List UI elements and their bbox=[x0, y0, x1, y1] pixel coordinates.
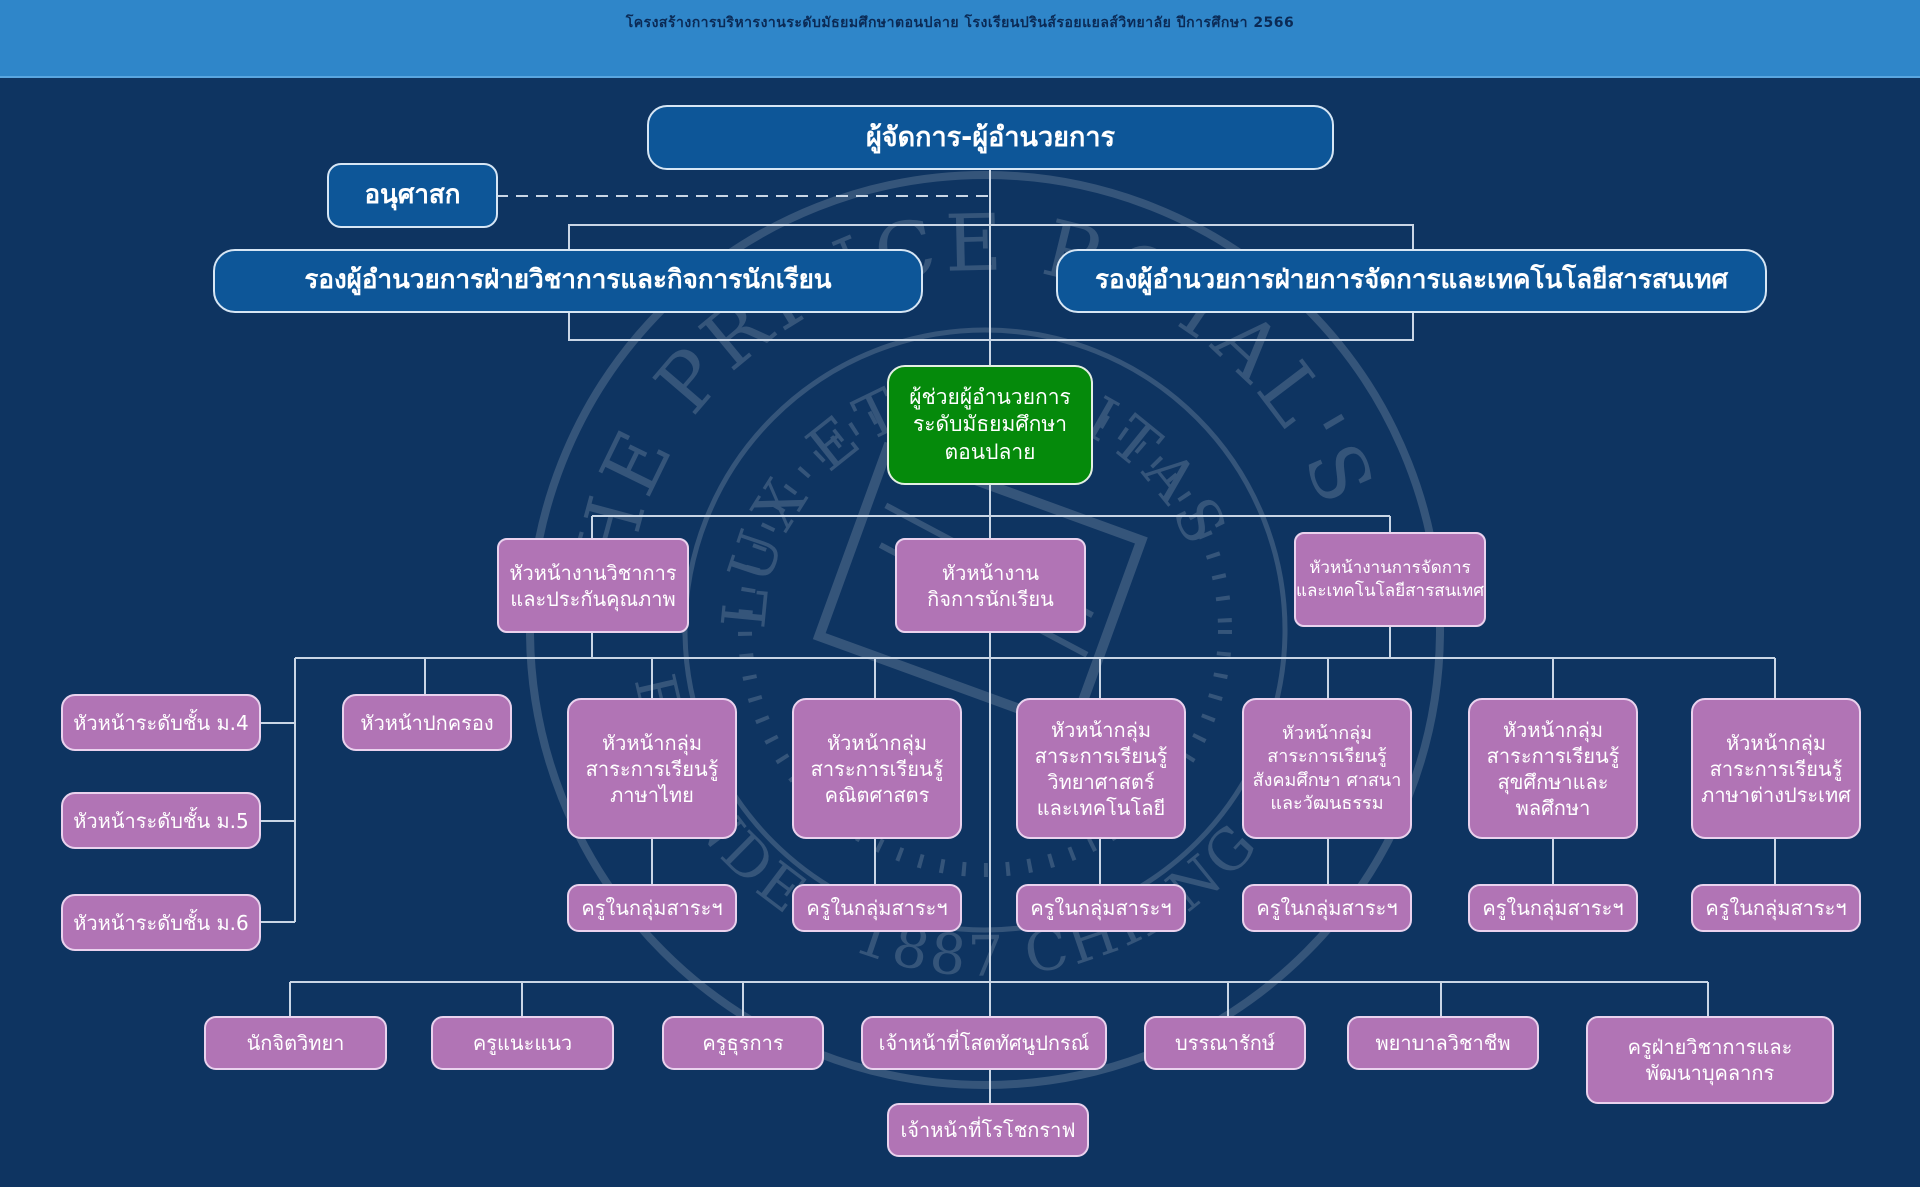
dept-social-box: หัวหน้ากลุ่ม สาระการเรียนรู้ สังคมศึกษา … bbox=[1242, 698, 1412, 839]
teachers-social-box: ครูในกลุ่มสาระฯ bbox=[1242, 884, 1412, 932]
deputy-academic-box: รองผู้อำนวยการฝ่ายวิชาการและกิจการนักเรี… bbox=[213, 249, 923, 313]
photocopy-officer-box: เจ้าหน้าที่โรโชกราฟ bbox=[887, 1103, 1089, 1157]
head-student-affairs-box: หัวหน้างาน กิจการนักเรียน bbox=[895, 538, 1086, 633]
head-m4-box: หัวหน้าระดับชั้น ม.4 bbox=[61, 694, 261, 751]
admin-teacher-box: ครูธุรการ bbox=[662, 1016, 824, 1070]
dept-health-box: หัวหน้ากลุ่ม สาระการเรียนรู้ สุขศึกษาและ… bbox=[1468, 698, 1638, 839]
teachers-thai-box: ครูในกลุ่มสาระฯ bbox=[567, 884, 737, 932]
dept-science-box: หัวหน้ากลุ่ม สาระการเรียนรู้ วิทยาศาสตร์… bbox=[1016, 698, 1186, 839]
teachers-math-box: ครูในกลุ่มสาระฯ bbox=[792, 884, 962, 932]
head-management-box: หัวหน้างานการจัดการ และเทคโนโลยีสารสนเทศ bbox=[1294, 532, 1486, 627]
academic-staff-teacher-box: ครูฝ่ายวิชาการและ พัฒนาบุคลากร bbox=[1586, 1016, 1834, 1104]
dept-math-box: หัวหน้ากลุ่ม สาระการเรียนรู้ คณิตศาสตร bbox=[792, 698, 962, 839]
head-discipline-box: หัวหน้าปกครอง bbox=[342, 694, 512, 751]
title-bar: โครงสร้างการบริหารงานระดับมัธยมศึกษาตอนป… bbox=[0, 0, 1920, 78]
director-box: ผู้จัดการ-ผู้อำนวยการ bbox=[647, 105, 1334, 170]
teachers-health-box: ครูในกลุ่มสาระฯ bbox=[1468, 884, 1638, 932]
head-m6-box: หัวหน้าระดับชั้น ม.6 bbox=[61, 894, 261, 951]
head-m5-box: หัวหน้าระดับชั้น ม.5 bbox=[61, 792, 261, 849]
librarian-box: บรรณารักษ์ bbox=[1144, 1016, 1306, 1070]
deputy-management-box: รองผู้อำนวยการฝ่ายการจัดการและเทคโนโลยีส… bbox=[1056, 249, 1767, 313]
council-box: อนุศาสก bbox=[327, 163, 498, 228]
psychologist-box: นักจิตวิทยา bbox=[204, 1016, 387, 1070]
teachers-foreign-box: ครูในกลุ่มสาระฯ bbox=[1691, 884, 1861, 932]
counselor-box: ครูแนะแนว bbox=[431, 1016, 614, 1070]
nurse-box: พยาบาลวิชาชีพ bbox=[1347, 1016, 1539, 1070]
page-title: โครงสร้างการบริหารงานระดับมัธยมศึกษาตอนป… bbox=[625, 15, 1295, 31]
teachers-science-box: ครูในกลุ่มสาระฯ bbox=[1016, 884, 1186, 932]
dept-thai-box: หัวหน้ากลุ่ม สาระการเรียนรู้ ภาษาไทย bbox=[567, 698, 737, 839]
av-officer-box: เจ้าหน้าที่โสตทัศนูปกรณ์ bbox=[861, 1016, 1107, 1070]
dept-foreign-box: หัวหน้ากลุ่ม สาระการเรียนรู้ ภาษาต่างประ… bbox=[1691, 698, 1861, 839]
head-academic-box: หัวหน้างานวิชาการ และประกันคุณภาพ bbox=[497, 538, 689, 633]
assistant-director-box: ผู้ช่วยผู้อำนวยการ ระดับมัธยมศึกษา ตอนปล… bbox=[887, 365, 1093, 485]
